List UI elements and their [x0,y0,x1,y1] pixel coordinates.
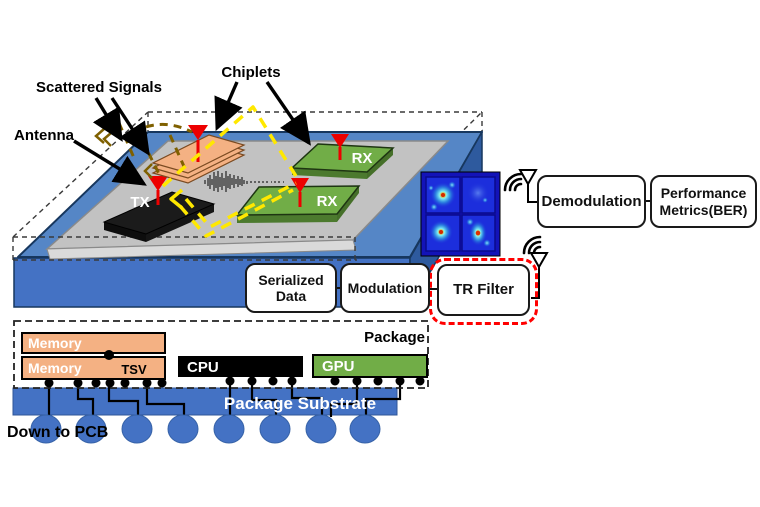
memory-bar-top [21,332,166,354]
substrate-label: Package Substrate [224,394,376,413]
wireless-signal-paths [161,105,301,238]
package-cross-section: Memory Memory TSV CPU GPU Package Packag… [7,320,429,444]
tsv-via-dot [104,350,114,360]
chiplets-arrow-1 [214,81,243,132]
beam-heatmap [420,171,501,257]
serialized-data-line1: Serialized [258,271,324,288]
tr-filter-box: TR Filter [437,264,530,316]
annotations: Scattered Signals Antenna Chiplets [14,64,311,186]
memory-bottom-label: Memory [28,360,82,376]
antenna-icon-lower [529,252,549,270]
package-boundary [13,320,429,389]
interposer-edge [46,239,357,260]
tx-antenna-icon [148,176,168,191]
tr-filter-highlight [429,258,538,325]
tx-chip-side2 [146,204,214,242]
cpu-bar [178,356,303,377]
scattered-arrow-2 [110,97,150,156]
memory-top-label: Memory [28,335,82,351]
antenna-arrow [73,139,147,186]
gpu-label: GPU [322,358,355,375]
modulation-label: Modulation [347,279,423,296]
gpu-bar [312,354,428,378]
wifi-icon-lower [522,235,542,255]
demodulation-label: Demodulation [541,192,642,210]
chiplets-label: Chiplets [221,64,280,81]
serialized-data-box: Serialized Data [245,263,337,313]
tx-chip-label: TX [130,194,149,211]
rx-bottom-antenna-icon [291,178,309,193]
scattered-arrow-1 [92,97,123,142]
serialized-data-line2: Data [275,288,307,304]
microbumps [44,376,425,388]
wifi-icon-upper [503,172,523,192]
tx-chip-side [104,222,146,242]
solder-balls [30,414,381,444]
antenna-label: Antenna [14,127,75,144]
chiplets-arrow-2 [265,81,311,146]
modulation-box: Modulation [340,263,430,313]
tr-filter-label: TR Filter [453,281,514,299]
rx-air-antenna-upper [503,169,538,203]
rx-top-label: RX [352,150,373,167]
tsv-label: TSV [121,362,147,377]
performance-line2: Metrics(BER) [659,201,748,218]
demodulation-box: Demodulation [537,175,646,228]
rx-bottom-label: RX [317,193,338,210]
tx-chip-top [102,191,216,235]
tx-chip: TX [102,176,216,242]
cpu-label: CPU [187,359,219,376]
rx-chip-bottom: RX [235,178,361,223]
chiplet-antenna-icon [188,125,208,140]
antenna-icon-upper [518,169,538,187]
rx-chip-top: RX [290,134,395,179]
scattered-signals-label: Scattered Signals [36,79,162,96]
noise-waveform [204,171,284,192]
performance-metrics-box: Performance Metrics(BER) [650,175,757,228]
rx-air-antenna-lower [522,235,549,299]
rx-top-antenna-icon [331,134,349,148]
memory-bar-bottom [21,356,166,380]
down-to-pcb-label: Down to PCB [7,424,108,441]
package-label: Package [364,329,425,346]
performance-line1: Performance [660,185,747,202]
